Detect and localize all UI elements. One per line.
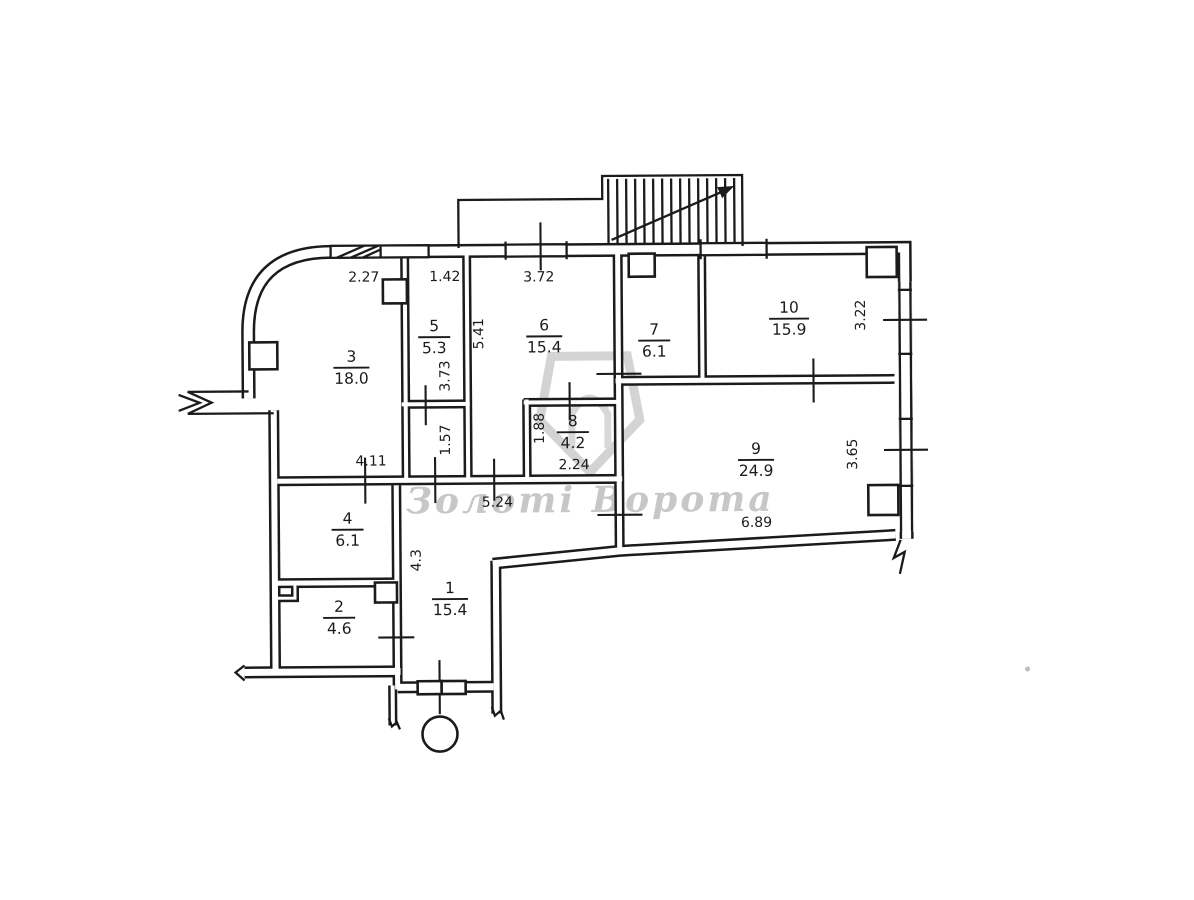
room-10-label: 10 15.9 <box>769 299 810 339</box>
svg-text:6.1: 6.1 <box>335 532 360 550</box>
entrance-door-leaf <box>440 679 468 696</box>
dimension-ticks <box>363 222 929 715</box>
entrance-door-leaf <box>416 679 444 696</box>
dim-3-65: 3.65 <box>845 439 861 470</box>
dim-2-27: 2.27 <box>348 270 379 286</box>
svg-text:18.0: 18.0 <box>334 370 369 388</box>
entrance-column-circle <box>421 715 459 753</box>
pillar-room2 <box>373 581 399 604</box>
room-6-label: 615.4 <box>526 316 563 356</box>
dim-5-24: 5.24 <box>482 495 513 511</box>
svg-text:24.9: 24.9 <box>739 462 774 480</box>
pillar-curve <box>247 340 279 371</box>
dim-1-57: 1.57 <box>438 424 454 455</box>
dim-2-24: 2.24 <box>558 457 589 473</box>
svg-text:4: 4 <box>342 510 352 528</box>
room-3-label: 318.0 <box>333 348 370 388</box>
room-7-label: 76.1 <box>638 321 671 361</box>
room-1-label: 115.4 <box>432 579 469 619</box>
svg-text:5.3: 5.3 <box>422 339 447 357</box>
dim-3-73: 3.73 <box>437 360 453 391</box>
svg-text:6.1: 6.1 <box>642 343 667 361</box>
svg-text:4.6: 4.6 <box>327 620 352 638</box>
watermark-text: Золоті Ворота <box>406 478 775 523</box>
svg-text:10: 10 <box>779 299 799 317</box>
svg-text:15.9: 15.9 <box>772 321 807 339</box>
room-9-label: 924.9 <box>738 440 775 480</box>
dim-4-11: 4.11 <box>355 453 386 469</box>
dim-1-88: 1.88 <box>532 413 548 444</box>
wall-openings <box>329 238 914 532</box>
pillar-right-lower <box>866 483 900 517</box>
dimension-labels: 2.27 1.42 3.72 4.11 5.24 2.24 6.89 5.41 … <box>348 269 869 571</box>
room-5-label: 55.3 <box>418 317 451 357</box>
svg-text:5: 5 <box>429 317 439 335</box>
walls <box>243 243 912 726</box>
room-4-label: 46.1 <box>331 510 364 550</box>
dim-5-41: 5.41 <box>471 318 487 349</box>
svg-text:15.4: 15.4 <box>433 601 468 619</box>
svg-text:4.2: 4.2 <box>561 434 586 452</box>
break-symbols <box>178 390 907 730</box>
dim-4-3: 4.3 <box>409 549 425 571</box>
svg-text:15.4: 15.4 <box>527 338 562 356</box>
pillars-and-doors <box>247 245 900 753</box>
room-2-label: 24.6 <box>323 598 356 638</box>
dim-3-22: 3.22 <box>853 300 869 331</box>
svg-text:3: 3 <box>346 348 356 366</box>
dim-3-72: 3.72 <box>523 269 554 285</box>
stair-direction-arrow <box>611 188 729 241</box>
svg-text:8: 8 <box>568 412 578 430</box>
scan-speck <box>1025 666 1031 672</box>
svg-text:6: 6 <box>539 316 549 334</box>
stair-arrowhead-icon <box>717 186 735 199</box>
svg-text:1: 1 <box>445 579 455 597</box>
room-8-label: 84.2 <box>556 412 589 452</box>
pillar-top-right <box>865 245 899 279</box>
svg-text:9: 9 <box>751 440 761 458</box>
svg-text:7: 7 <box>649 321 659 339</box>
dim-6-89: 6.89 <box>741 515 772 531</box>
svg-text:2: 2 <box>334 598 344 616</box>
staircase <box>457 173 744 248</box>
pillar-room7 <box>627 252 657 279</box>
pillar-room5 <box>381 278 409 305</box>
dim-1-42: 1.42 <box>429 269 460 285</box>
